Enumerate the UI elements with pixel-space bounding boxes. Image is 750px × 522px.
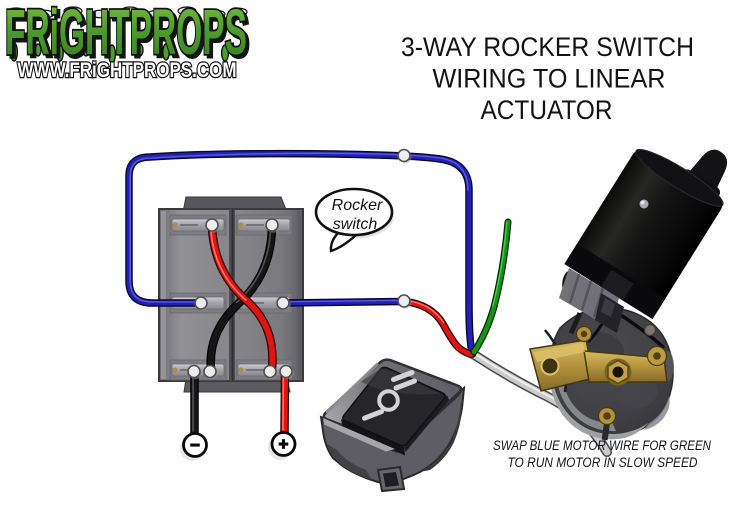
svg-text:Rocker: Rocker xyxy=(332,197,383,214)
svg-text:ACTUATOR: ACTUATOR xyxy=(481,95,613,125)
svg-text:TO RUN MOTOR IN SLOW SPEED: TO RUN MOTOR IN SLOW SPEED xyxy=(508,455,698,470)
svg-text:FRiGHTPROPS: FRiGHTPROPS xyxy=(8,0,250,71)
svg-text:3-WAY ROCKER SWITCH: 3-WAY ROCKER SWITCH xyxy=(401,32,694,62)
svg-text:FRiGHTPROPS: FRiGHTPROPS xyxy=(5,0,247,68)
svg-text:SWAP BLUE MOTOR WIRE FOR GREEN: SWAP BLUE MOTOR WIRE FOR GREEN xyxy=(493,438,711,453)
svg-text:switch: switch xyxy=(333,216,378,233)
svg-text:WWW.FRiGHTPROPS.COM: WWW.FRiGHTPROPS.COM xyxy=(18,59,237,82)
svg-text:WIRING TO LINEAR: WIRING TO LINEAR xyxy=(433,64,666,94)
